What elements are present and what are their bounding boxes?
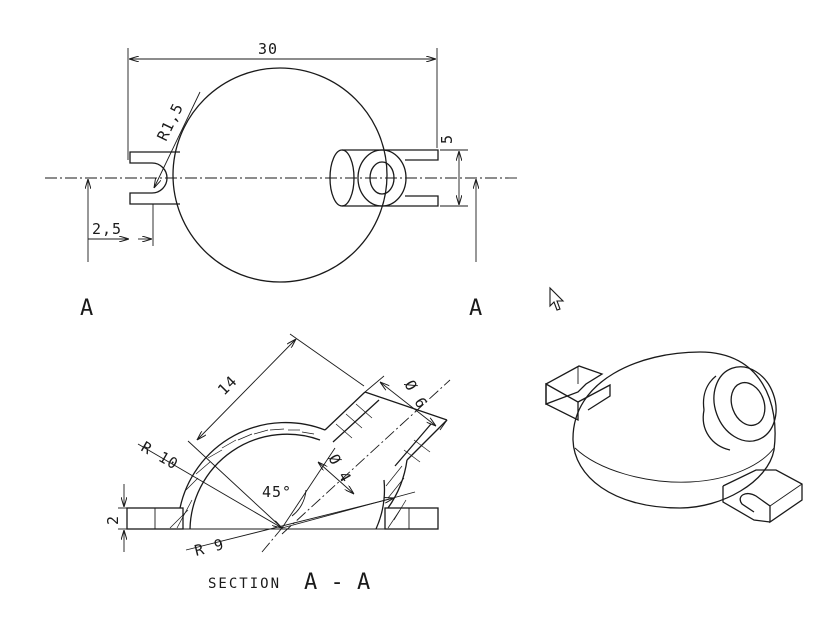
inner-radius-dimension: R 9 (193, 535, 227, 560)
section-view: 14 Ø 6 Ø 4 45° R 10 R 9 2 SECTION A - A (104, 333, 451, 595)
iso-right-fork (722, 469, 803, 524)
dome-outline-circle (172, 67, 388, 283)
section-caption-word: SECTION (208, 576, 281, 592)
height-dimension: 5 (438, 134, 456, 144)
section-label-left: A (80, 296, 93, 321)
width-dimension: 30 (258, 40, 278, 58)
offset-dimension: 2,5 (92, 220, 122, 238)
slant-dimension-line (197, 339, 296, 440)
right-tube-lug (329, 149, 439, 207)
outer-diameter-dimension: Ø 6 (401, 377, 432, 412)
outer-radius-dimension: R 10 (138, 438, 182, 474)
slant-dimension: 14 (214, 372, 241, 399)
section-caption-letters: A - A (304, 570, 370, 595)
thickness-dimension: 2 (104, 515, 122, 525)
section-label-right: A (469, 296, 482, 321)
isometric-view (545, 351, 803, 524)
iso-left-fork (545, 365, 611, 422)
top-view: 30 R1,5 2,5 5 A A (45, 40, 520, 321)
slot-radius-dimension: R1,5 (153, 100, 187, 144)
mouse-cursor-icon (549, 286, 565, 311)
iso-dome-outline (572, 351, 776, 509)
inner-dome-arc (189, 433, 321, 530)
right-flange (384, 507, 439, 530)
inner-diameter-dimension: Ø 4 (325, 451, 356, 486)
left-fork-lug (129, 151, 180, 205)
angle-dimension: 45° (262, 483, 292, 501)
iso-boss (702, 366, 777, 451)
